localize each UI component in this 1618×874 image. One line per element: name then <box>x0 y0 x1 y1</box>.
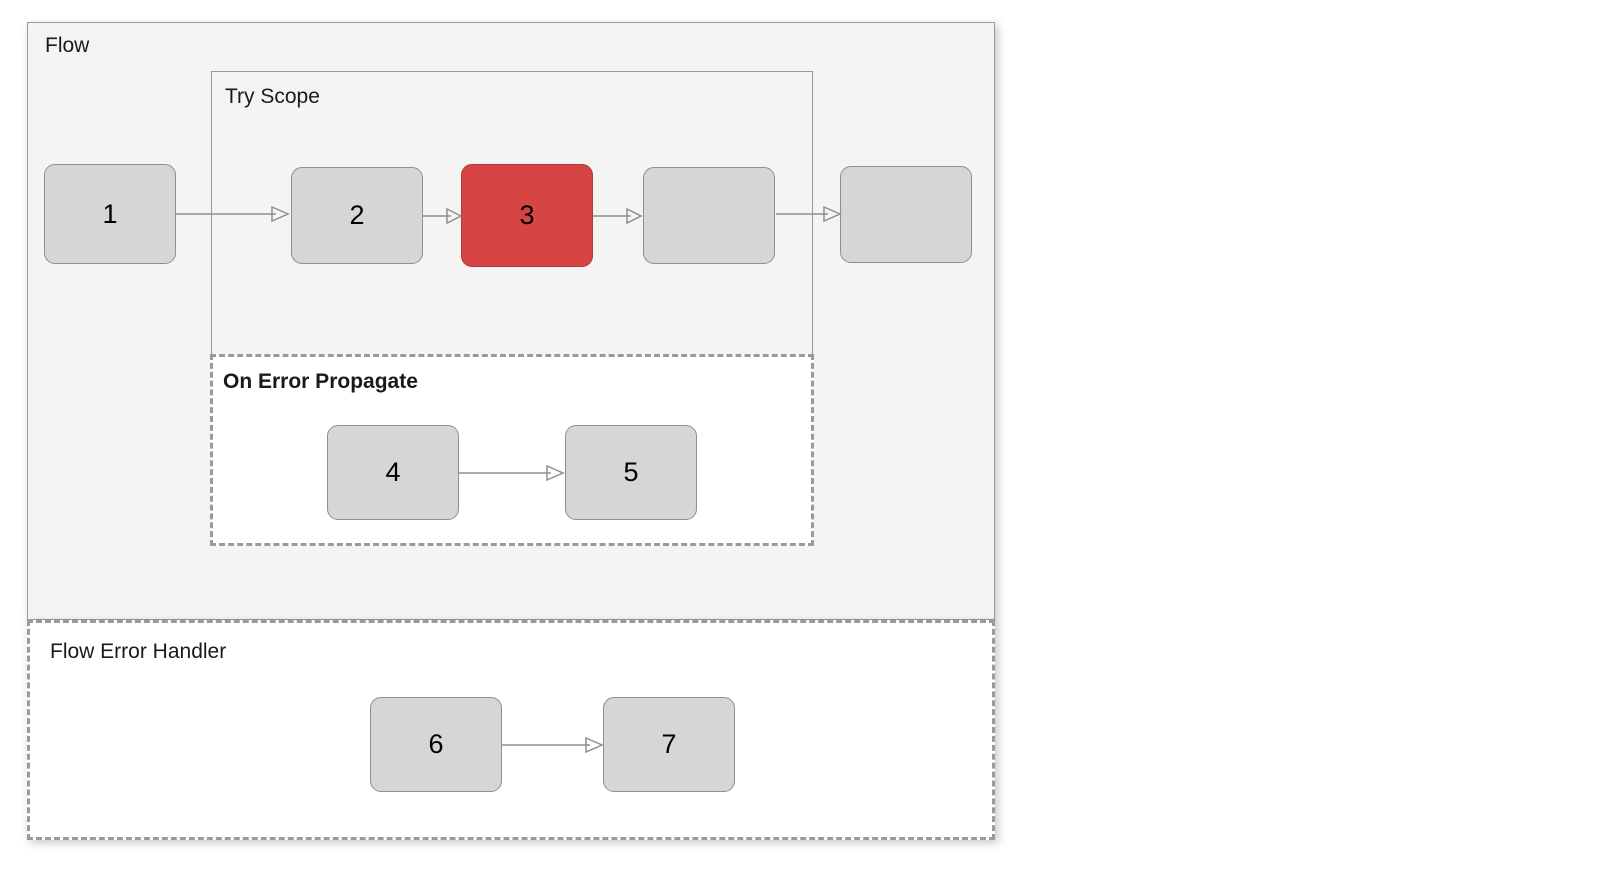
node-3-error[interactable]: 3 <box>461 164 593 267</box>
node-7[interactable]: 7 <box>603 697 735 792</box>
flow-error-handler-container[interactable]: Flow Error Handler 6 7 <box>27 620 995 840</box>
connector-node4-to-node5 <box>459 463 567 483</box>
node-unlabeled-b[interactable] <box>840 166 972 263</box>
connector-node3-to-node-unlabeled-a <box>593 206 645 226</box>
flow-container-title: Flow <box>45 34 90 57</box>
node-5[interactable]: 5 <box>565 425 697 520</box>
node-2[interactable]: 2 <box>291 167 423 264</box>
on-error-propagate-container[interactable]: On Error Propagate 4 5 <box>210 354 814 546</box>
flow-container[interactable]: Flow Try Scope 2 3 <box>27 22 995 620</box>
node-6[interactable]: 6 <box>370 697 502 792</box>
node-1[interactable]: 1 <box>44 164 176 264</box>
try-scope-title: Try Scope <box>225 85 320 108</box>
node-4[interactable]: 4 <box>327 425 459 520</box>
flow-error-handler-title: Flow Error Handler <box>50 640 227 663</box>
try-scope-container[interactable]: Try Scope 2 3 <box>211 71 813 355</box>
connector-node6-to-node7 <box>502 735 606 755</box>
on-error-propagate-title: On Error Propagate <box>223 370 418 393</box>
connector-node2-to-node3 <box>423 206 463 226</box>
node-unlabeled-a[interactable] <box>643 167 775 264</box>
